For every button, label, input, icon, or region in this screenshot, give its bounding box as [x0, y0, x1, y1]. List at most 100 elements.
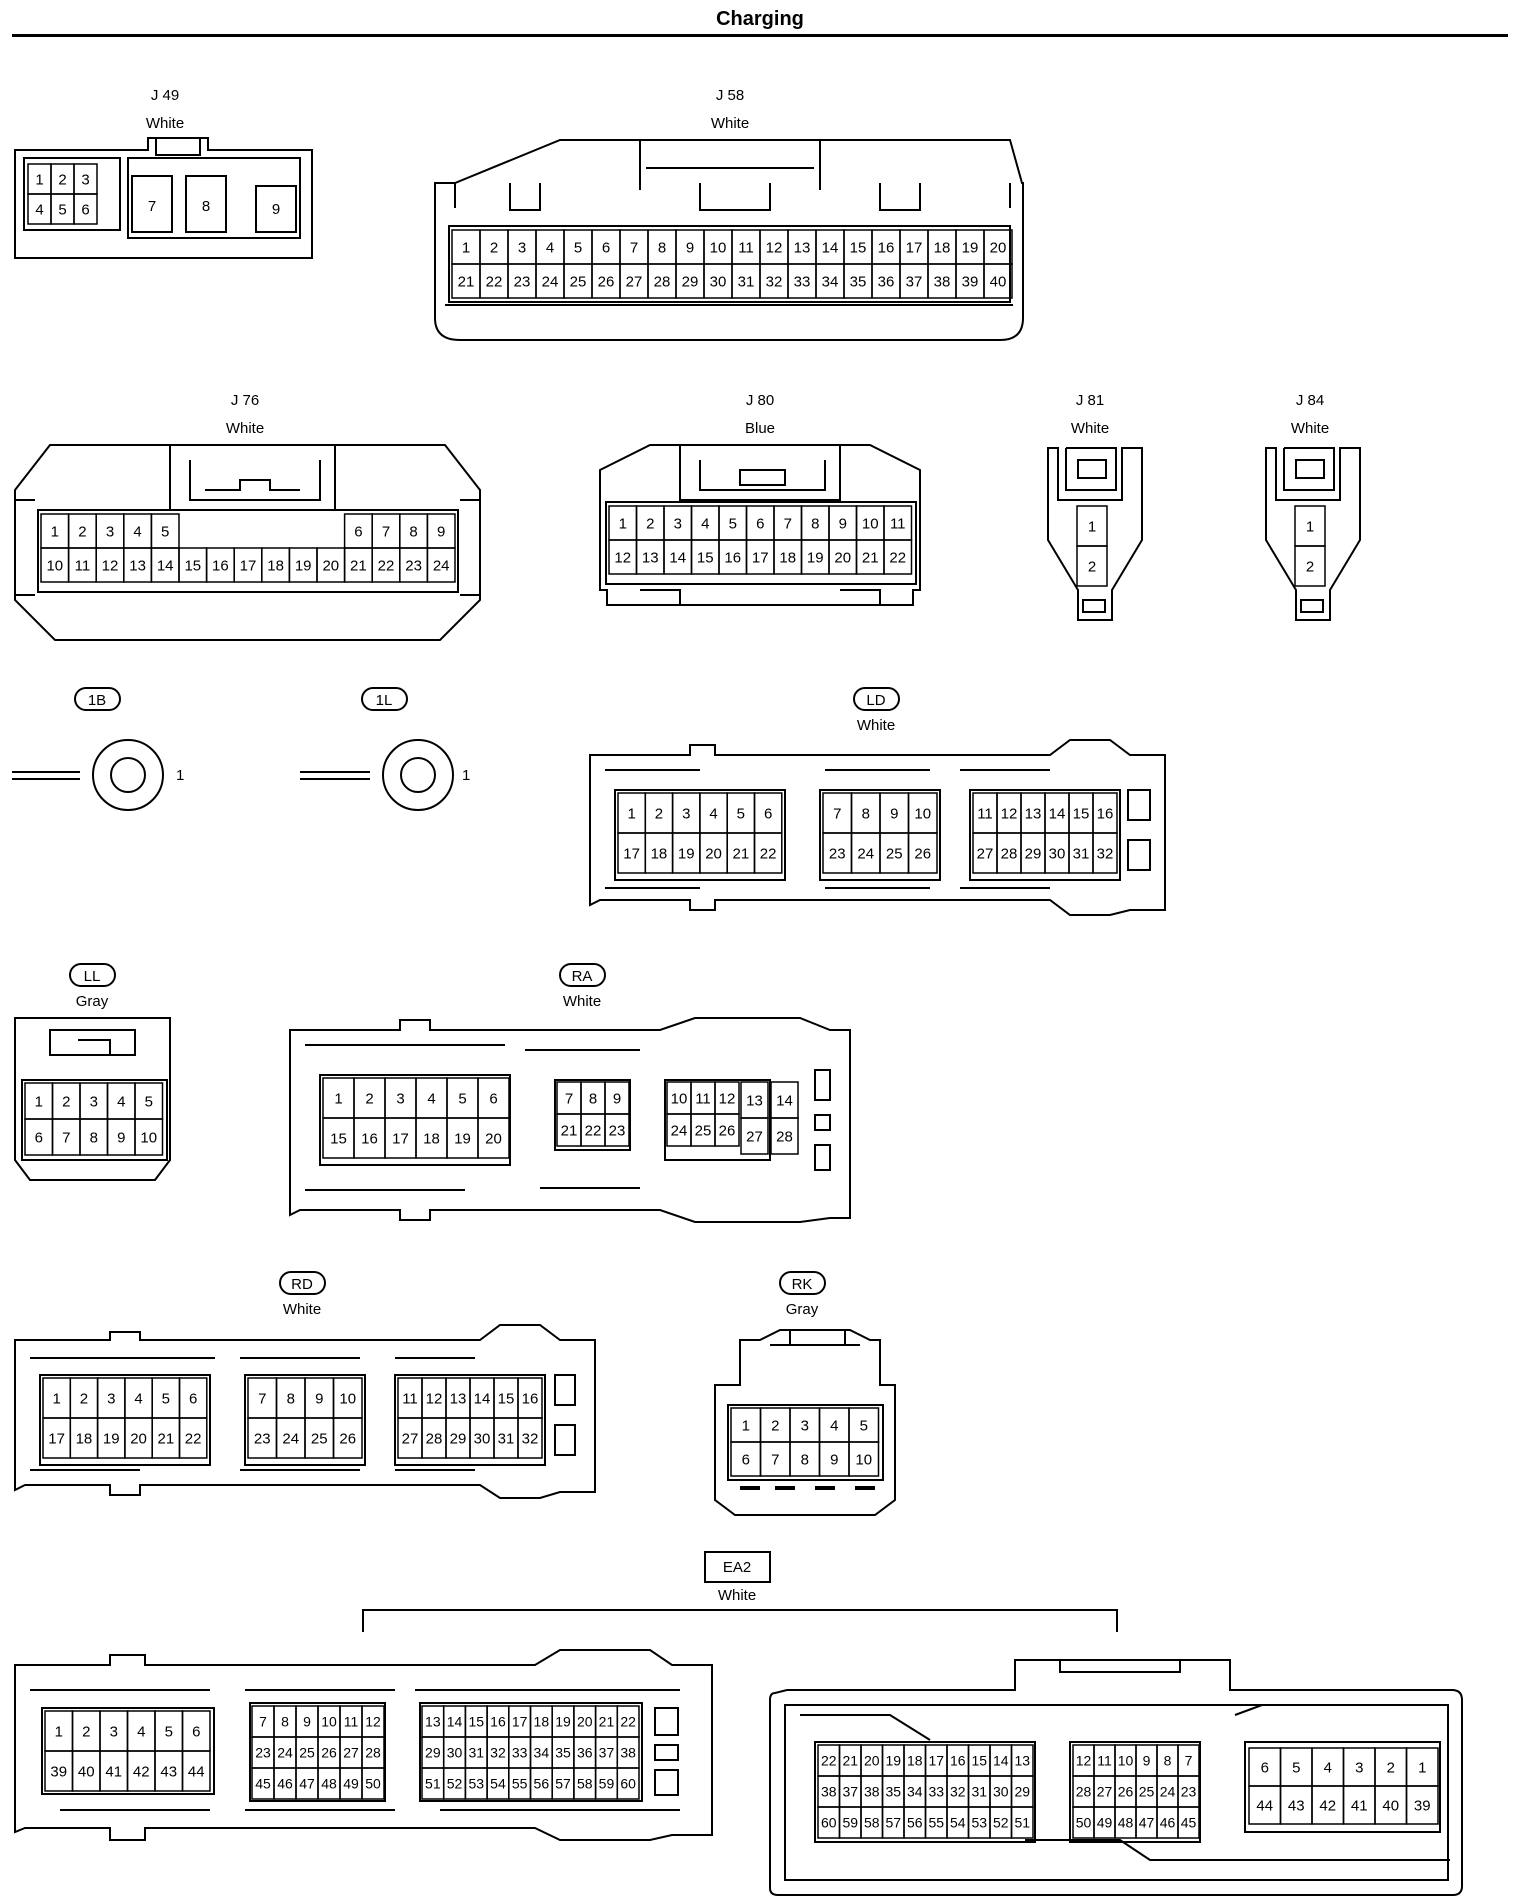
ra-pin-cell — [604, 1113, 630, 1147]
j80-pin-label: 13 — [642, 549, 659, 566]
ea2-pin-label: 55 — [928, 1815, 944, 1831]
ea2-pin-label: 20 — [864, 1753, 880, 1769]
j80-pin-label: 19 — [807, 549, 824, 566]
j76-pin-label: 3 — [106, 523, 114, 540]
j81-pin-label: 1 — [1088, 518, 1096, 535]
ea2-pin-label: 55 — [512, 1776, 528, 1792]
j80-pin-label: 15 — [697, 549, 714, 566]
ll-pin-label: 4 — [117, 1093, 125, 1110]
j84-pin-cell — [1294, 545, 1326, 587]
rd-pin-label: 18 — [76, 1430, 93, 1447]
j80-pin-label: 1 — [619, 515, 627, 532]
j80-pin-label: 7 — [784, 515, 792, 532]
rd-pin-label: 19 — [103, 1430, 120, 1447]
ea2-pin-label: 54 — [950, 1815, 966, 1831]
j80-pin-label: 20 — [834, 549, 851, 566]
j58-pin-label: 20 — [990, 239, 1007, 256]
ra-pin-label: 27 — [746, 1128, 763, 1145]
1l-label-oval — [361, 687, 408, 711]
ea2-pin-label: 37 — [842, 1784, 858, 1800]
j58-pin-label: 25 — [570, 273, 587, 290]
ra-pin-label: 21 — [561, 1122, 578, 1139]
j58-pin-label: 9 — [686, 239, 694, 256]
ea2-pin-label: 12 — [1076, 1753, 1092, 1769]
ea2-pin-label: 48 — [321, 1776, 337, 1792]
j49-cavity-8-label: 8 — [202, 198, 210, 215]
rd-pin-label: 10 — [339, 1390, 356, 1407]
ea2-pin-label: 38 — [821, 1784, 837, 1800]
ea2-pin-label: 26 — [321, 1745, 337, 1761]
ea2-name: EA2 — [723, 1559, 751, 1576]
ld-pin-label: 13 — [1025, 805, 1042, 822]
ea2-pin-label: 52 — [993, 1815, 1009, 1831]
rd-pin-label: 13 — [450, 1390, 467, 1407]
ea2-pin-label: 7 — [1185, 1753, 1193, 1769]
ea2-pin-label: 15 — [971, 1753, 987, 1769]
j49-cavity-9 — [255, 185, 297, 233]
ld-pin-label: 2 — [655, 805, 663, 822]
rd-pin-label: 9 — [315, 1390, 323, 1407]
ea2-pin-label: 43 — [160, 1763, 177, 1780]
ea2-label-box — [704, 1551, 771, 1583]
ra-pin-label: 25 — [695, 1122, 712, 1139]
connector-j84: J 84 White 12 — [1265, 392, 1361, 621]
ea2-pin-label: 39 — [50, 1763, 67, 1780]
ld-pin-label: 31 — [1073, 845, 1090, 862]
ll-pin-label: 1 — [35, 1093, 43, 1110]
ea2-pin-label: 60 — [821, 1815, 837, 1831]
rd-pin-cell — [178, 1417, 208, 1459]
rd-housing — [14, 1324, 596, 1499]
ld-pin-label: 19 — [678, 845, 695, 862]
ra-pin-label: 14 — [776, 1092, 793, 1109]
ld-pin-cell — [907, 832, 938, 874]
j58-pin-label: 22 — [486, 273, 503, 290]
ea2-pin-label: 59 — [842, 1815, 858, 1831]
ld-pin-label: 27 — [977, 845, 994, 862]
j49-housing — [14, 137, 313, 259]
rk-pin-label: 10 — [855, 1451, 872, 1468]
ra-pin-label: 12 — [719, 1090, 736, 1107]
ea2-pin-label: 31 — [468, 1745, 484, 1761]
ea2-pin-label: 59 — [599, 1776, 615, 1792]
j58-pin-label: 16 — [878, 239, 895, 256]
j49-pin-label: 3 — [81, 171, 89, 188]
ea2-color: White — [718, 1587, 756, 1604]
ea2-pin-label: 40 — [78, 1763, 95, 1780]
ea2-pin-label: 8 — [1164, 1753, 1172, 1769]
ld-pin-label: 4 — [709, 805, 717, 822]
j80-pin-label: 6 — [756, 515, 764, 532]
j76-pin-label: 19 — [295, 557, 312, 574]
rk-pin-label: 5 — [860, 1417, 868, 1434]
ld-pin-label: 8 — [862, 805, 870, 822]
j81-pin-label: 2 — [1088, 558, 1096, 575]
ra-pin-label: 15 — [330, 1130, 347, 1147]
j80-color: Blue — [745, 420, 775, 437]
ea2-pin-label: 33 — [512, 1745, 528, 1761]
rd-pin-label: 28 — [426, 1430, 443, 1447]
ea2-pin-label: 56 — [534, 1776, 550, 1792]
ra-pin-label: 26 — [719, 1122, 736, 1139]
j58-color: White — [711, 115, 749, 132]
rk-pin-label: 4 — [830, 1417, 838, 1434]
j49-pin-label: 1 — [35, 171, 43, 188]
page-title: Charging — [716, 8, 804, 30]
rd-pin-label: 7 — [258, 1390, 266, 1407]
ea2-pin-label: 44 — [188, 1763, 205, 1780]
rk-name: RK — [792, 1276, 813, 1293]
ll-name: LL — [84, 968, 101, 985]
1b-terminal-label: 1 — [176, 767, 184, 784]
ea2-pin-label: 18 — [534, 1714, 550, 1730]
j58-pin-label: 17 — [906, 239, 923, 256]
j58-pin-label: 35 — [850, 273, 867, 290]
j84-pin-group-1: 12 — [1294, 505, 1326, 587]
1b-name: 1B — [88, 692, 106, 709]
